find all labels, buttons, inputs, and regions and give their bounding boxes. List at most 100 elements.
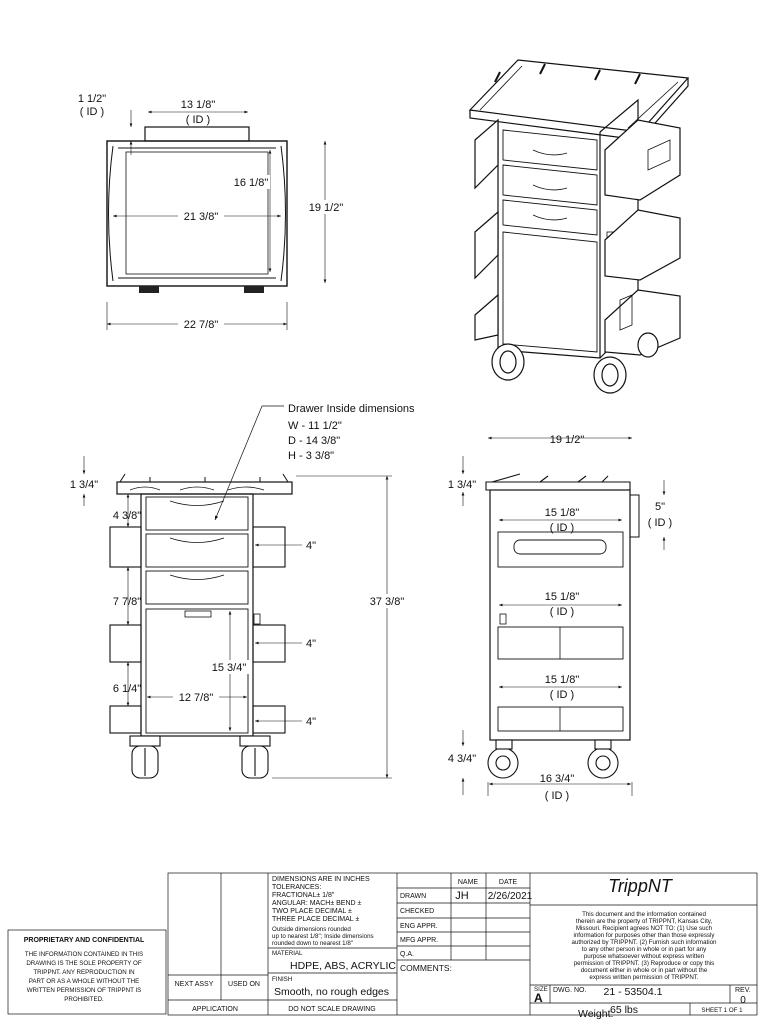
dwg-no-label: DWG. NO. [553, 987, 586, 994]
iso-bin-left-2 [474, 210, 499, 280]
side-bin-height-dim: 5" [655, 501, 665, 513]
side-bin-2 [497, 626, 624, 660]
drawn-by: JH [455, 890, 469, 902]
front-drawer-1 [145, 496, 249, 531]
legal-line: Missouri. Recipient agrees NOT TO: (1) U… [576, 925, 713, 932]
side-casters [487, 739, 619, 779]
drawer-callout-w: W - 11 1/2" [288, 420, 342, 432]
rev-label: REV. [735, 987, 751, 994]
rev-value: 0 [740, 995, 746, 1006]
material-label: MATERIAL [272, 950, 303, 957]
iso-body-front [497, 120, 601, 359]
front-body [140, 493, 254, 737]
side-bin1-width-note: ( ID ) [550, 522, 574, 534]
top-rail-height-dim: 1 1/2" [78, 93, 106, 105]
front-cabinet-width-dim: 12 7/8" [179, 692, 214, 704]
front-shelf-lip-1: 4" [306, 540, 316, 552]
legal-line: purpose whatsoever without express writt… [584, 953, 705, 960]
proprietary-line: PART OR AS A WHOLE WITHOUT THE [29, 978, 139, 985]
iso-drawer-3 [502, 199, 598, 236]
legal-line: permission of TRIPPNT. (3) Reproduce or … [574, 960, 715, 967]
legal-line: information for purposes other than thos… [573, 932, 715, 939]
top-rail-height-note: ( ID ) [80, 106, 104, 118]
front-view: Drawer Inside dimensions W - 11 1/2" D -… [70, 403, 415, 779]
side-base-width-dim: 16 3/4" [540, 773, 575, 785]
front-shelf-gap-dim: 7 7/8" [113, 596, 141, 608]
legal-line: to any other person in whole or in part … [582, 946, 707, 953]
name-header: NAME [458, 879, 479, 886]
size-value: A [534, 991, 543, 1005]
weight-value: 65 lbs [610, 1004, 638, 1016]
iso-bin-right-2 [604, 209, 681, 281]
tolerance-line: TOLERANCES: [272, 884, 321, 891]
dwg-no-value: 21 - 53504.1 [604, 986, 663, 998]
top-view: 1 1/2" ( ID ) 13 1/8" ( ID ) 16 1/8" 21 … [78, 93, 346, 331]
application-label: APPLICATION [192, 1006, 238, 1013]
side-bin2-width-dim: 15 1/8" [545, 591, 580, 603]
front-shelf-gap2-dim: 6 1/4" [113, 683, 141, 695]
top-outer-width-dim: 22 7/8" [184, 319, 219, 331]
side-bin1-width-dim: 15 1/8" [545, 507, 580, 519]
side-bin-3 [497, 706, 624, 732]
iso-bin-left-1 [474, 118, 499, 190]
proprietary-line: TRIPPNT. ANY REPRODUCTION IN [33, 969, 134, 976]
front-side-bins [109, 526, 286, 734]
front-drawer-2 [145, 533, 249, 568]
trippnt-logo: TrippNT [608, 876, 674, 896]
legal-line: therein are the property of TRIPPNT, Kan… [576, 918, 713, 925]
rounding-note: Outside dimensions rounded [272, 926, 351, 933]
proprietary-title: PROPRIETARY AND CONFIDENTIAL [24, 937, 145, 944]
iso-bin-left-3 [474, 293, 499, 341]
side-bin-1 [497, 531, 624, 568]
drawer-callout-h: H - 3 3/8" [288, 450, 334, 462]
top-view-handle [144, 126, 250, 142]
side-bin3-width-dim: 15 1/8" [545, 674, 580, 686]
tolerance-line: DIMENSIONS ARE IN INCHES [272, 876, 370, 883]
iso-cabinet-door [502, 231, 598, 353]
proprietary-line: PROHIBITED. [64, 996, 104, 1003]
tolerance-line: TWO PLACE DECIMAL ± [272, 908, 352, 915]
finish-label: FINISH [272, 976, 292, 983]
side-depth-dim: 19 1/2" [550, 434, 585, 446]
front-shelf-lip-2: 4" [306, 638, 316, 650]
title-block [7, 872, 758, 1016]
top-view-tray-rim [108, 145, 286, 282]
proprietary-line: WRITTEN PERMISSION OF TRIPPNT IS [27, 987, 142, 994]
legal-line: express written permission of TRIPPNT. [589, 974, 699, 981]
legal-line: authorized by TRIPPNT. (2) Furnish such … [571, 939, 717, 946]
iso-bin-right-3 [604, 289, 681, 356]
front-casters [129, 735, 271, 779]
side-body [489, 489, 631, 741]
mfg-appr-label: MFG APPR. [400, 937, 438, 944]
top-rail-width-note: ( ID ) [186, 114, 210, 126]
rounding-note: rounded down to nearest 1/8" [272, 940, 353, 947]
front-drawer-3 [145, 570, 249, 605]
isometric-view [468, 59, 690, 394]
drawn-label: DRAWN [400, 893, 426, 900]
size-label: SIZE [534, 986, 548, 993]
qa-label: Q.A. [400, 951, 414, 958]
iso-drawer-2 [502, 164, 598, 206]
side-top-tray [485, 473, 631, 491]
used-on-label: USED ON [228, 981, 260, 988]
side-bin2-width-note: ( ID ) [550, 606, 574, 618]
tolerance-line: ANGULAR: MACH± BEND ± [272, 900, 362, 907]
front-cabinet-height-dim: 15 3/4" [212, 662, 247, 674]
iso-handle-back [494, 63, 641, 85]
eng-appr-label: ENG APPR. [400, 923, 438, 930]
iso-bin-right-1 [604, 119, 681, 201]
iso-casters [491, 332, 659, 394]
tolerance-line: THREE PLACE DECIMAL ± [272, 916, 359, 923]
material-value: HDPE, ABS, ACRYLIC [290, 960, 396, 972]
rounding-note: up to nearest 1/8"; Inside dimensions [272, 933, 374, 940]
checked-label: CHECKED [400, 908, 434, 915]
comments-label: COMMENTS: [400, 963, 452, 973]
side-handle [629, 494, 640, 538]
tolerance-line: FRACTIONAL± 1/8" [272, 892, 335, 899]
front-drawer-height-dim: 4 3/8" [113, 510, 141, 522]
front-rail-height-dim: 1 3/4" [70, 479, 98, 491]
front-shelf-lip-3: 4" [306, 716, 316, 728]
drawer-callout-d: D - 14 3/8" [288, 435, 340, 447]
top-outer-depth-dim: 19 1/2" [309, 202, 344, 214]
